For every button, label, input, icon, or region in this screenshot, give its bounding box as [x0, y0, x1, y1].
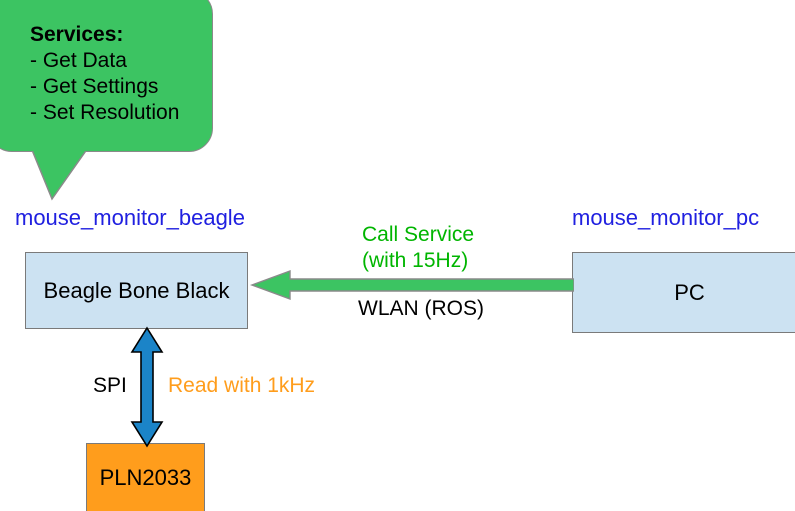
- services-callout-title: Services:: [30, 23, 124, 46]
- node-label-mouse-monitor-beagle: mouse_monitor_beagle: [15, 205, 245, 230]
- services-callout-bubble: [0, 0, 213, 152]
- node-box-beagle-bone-black: Beagle Bone Black: [25, 252, 248, 329]
- edge-label-call-service-line2: (with 15Hz): [362, 249, 469, 272]
- edge-label-spi: SPI: [93, 374, 127, 397]
- node-box-pln2033: PLN2033: [86, 443, 205, 511]
- services-item-get-settings: - Get Settings: [30, 75, 159, 98]
- node-box-pc: PC: [572, 252, 795, 333]
- callout-tail-icon: [28, 145, 92, 201]
- arrow-spi-bidirectional-icon: [130, 326, 164, 448]
- edge-label-read-with-1khz: Read with 1kHz: [168, 374, 316, 397]
- services-item-get-data: - Get Data: [30, 49, 127, 72]
- edge-label-call-service: Call Service (with 15Hz): [362, 222, 474, 274]
- services-callout-text: Services: - Get Data - Get Settings - Se…: [30, 22, 220, 126]
- edge-label-call-service-line1: Call Service: [362, 223, 475, 246]
- node-label-mouse-monitor-pc: mouse_monitor_pc: [572, 205, 760, 230]
- edge-label-wlan-ros: WLAN (ROS): [358, 297, 484, 320]
- services-item-set-resolution: - Set Resolution: [30, 101, 180, 124]
- arrow-call-service-icon: [249, 269, 574, 301]
